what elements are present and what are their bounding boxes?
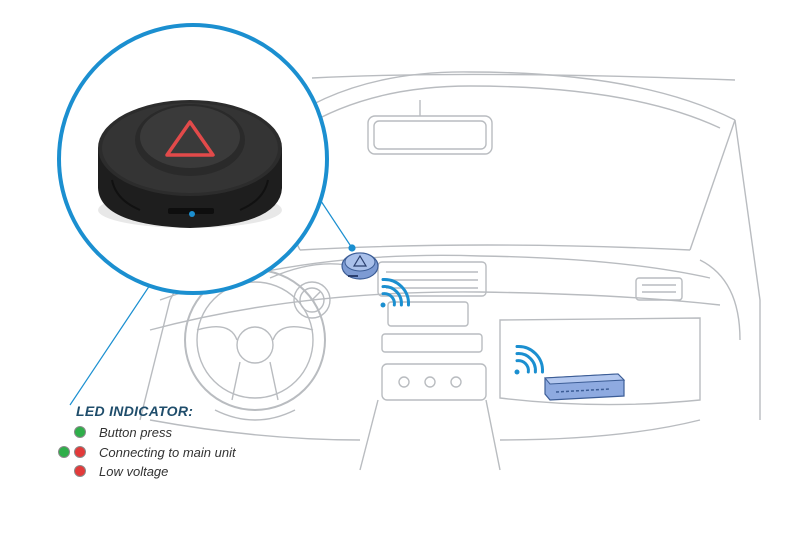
main-unit-box-icon [543,373,626,401]
legend-item-label: Button press [99,425,172,440]
triangle-button-icon [98,100,282,228]
green-led-icon [74,426,86,438]
legend-title: LED INDICATOR: [76,403,194,419]
green-led-icon [58,446,70,458]
dash-button-device-small [341,252,379,280]
legend-item-label: Connecting to main unit [99,445,236,460]
wifi-signal-icon [514,345,544,375]
legend-item-label: Low voltage [99,464,169,479]
wifi-signal-icon [380,278,410,308]
red-led-icon [74,465,86,477]
red-led-icon [74,446,86,458]
car-interior-lineart [139,71,761,471]
